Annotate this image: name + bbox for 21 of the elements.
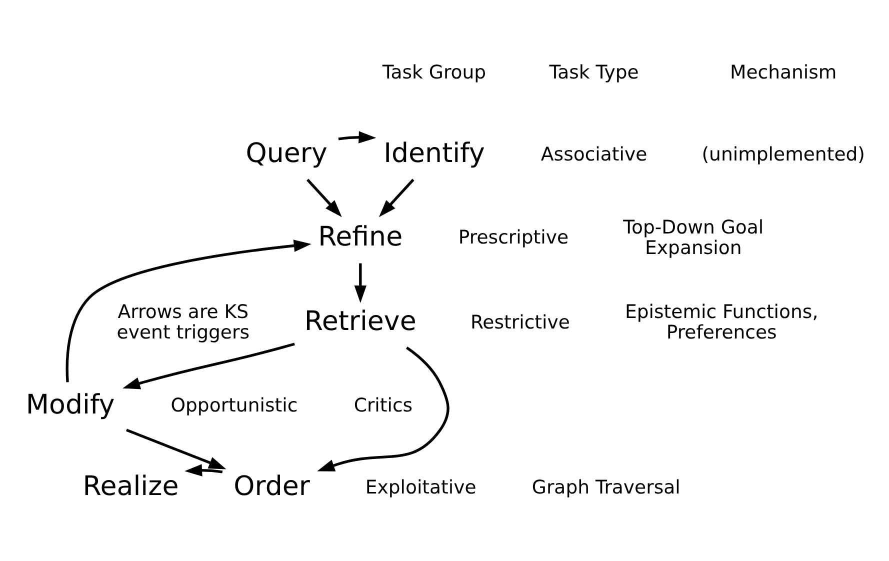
label: Arrows are KS event triggers <box>116 302 249 343</box>
label: Task Type <box>548 62 638 84</box>
node-text: Identify <box>383 138 484 169</box>
label: Top-Down Goal Expansion <box>622 217 764 258</box>
label: Restrictive <box>470 312 570 333</box>
label: Graph Traversal <box>531 476 680 498</box>
node-text: Order <box>233 470 310 502</box>
label: Task Group <box>382 62 486 84</box>
node-text: Realize <box>82 470 178 502</box>
node-text: Refine <box>318 220 402 252</box>
label: Mechanism <box>730 62 836 84</box>
label: Prescriptive <box>458 227 568 248</box>
label: Opportunistic <box>170 395 298 416</box>
label: Exploitative <box>364 476 476 498</box>
label: Associative <box>540 144 647 165</box>
node-text: Query <box>245 138 327 169</box>
label: Critics <box>353 395 412 416</box>
label: (unimplemented) <box>701 144 865 165</box>
node-text: Retrieve <box>304 306 416 337</box>
label: Epistemic Functions, Preferences <box>624 302 818 343</box>
node-text: Modify <box>25 388 114 420</box>
